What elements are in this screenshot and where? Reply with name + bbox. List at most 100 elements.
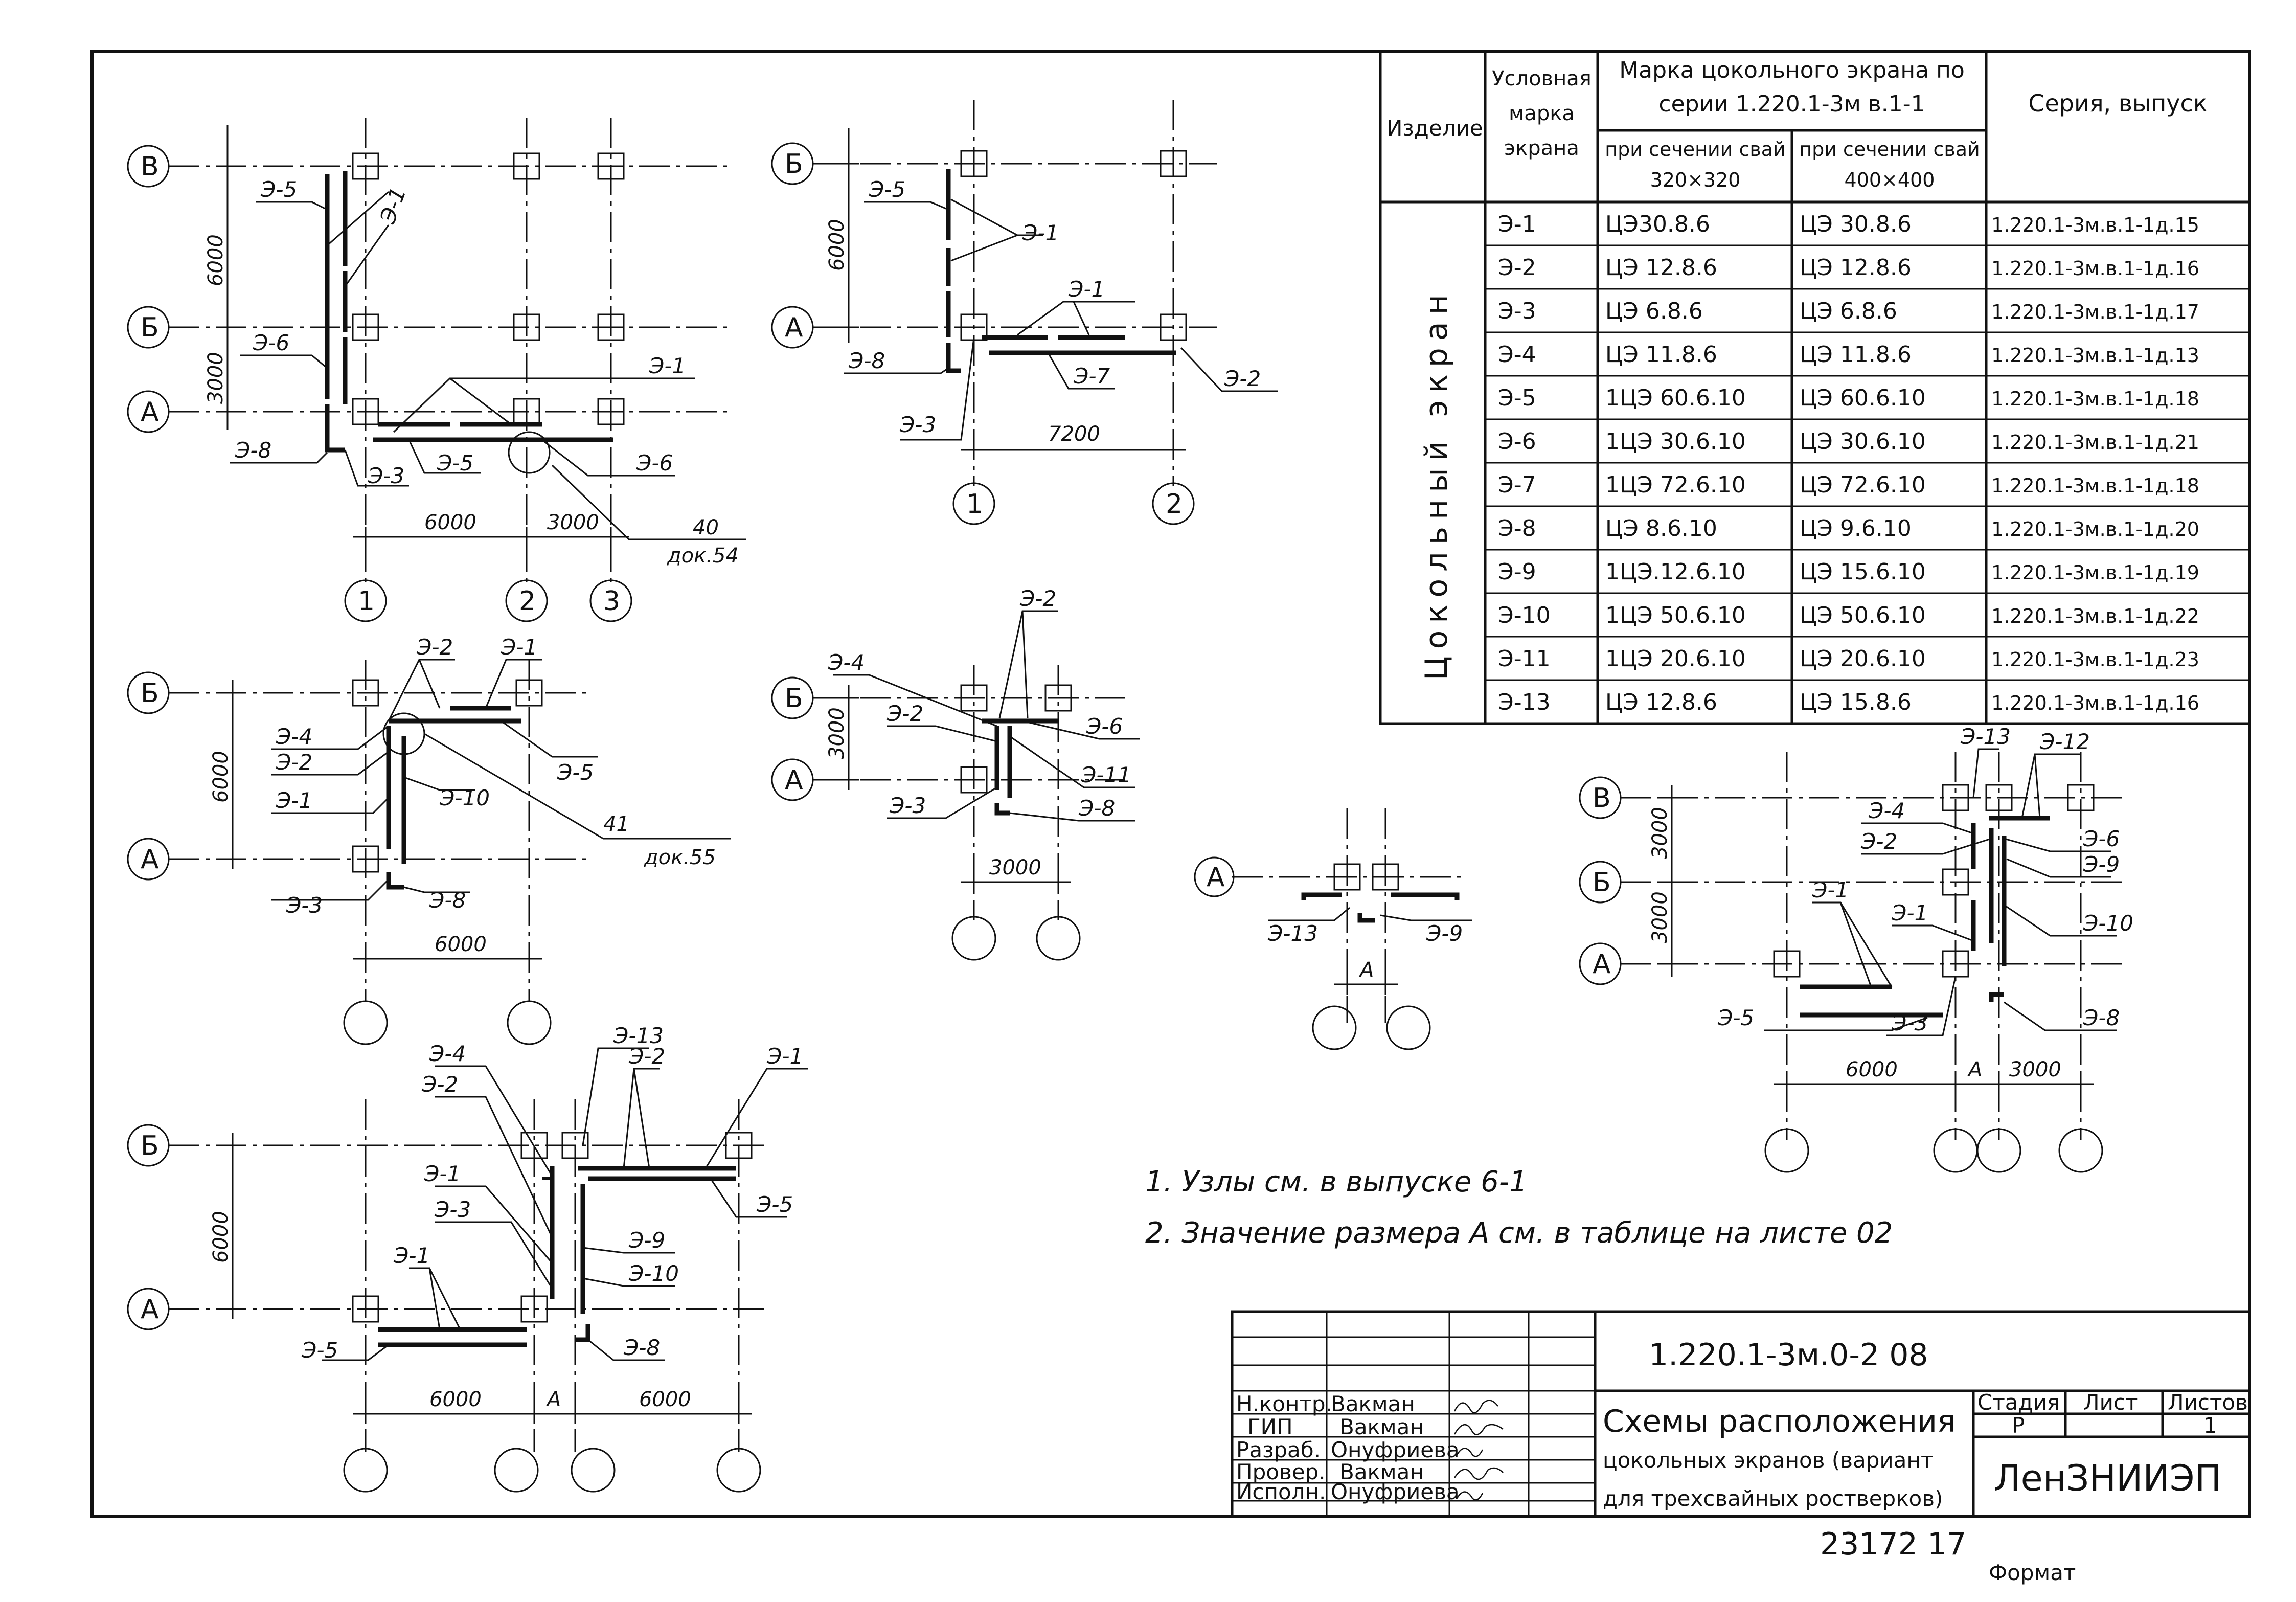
label: Э-5 xyxy=(1717,1005,1754,1030)
label: Э-1 xyxy=(1068,277,1105,302)
table-cell-m320: 1ЦЭ 60.6.10 xyxy=(1605,385,1746,411)
axis-A: А xyxy=(141,1294,159,1325)
stage-value: Р xyxy=(2012,1413,2025,1438)
label: Э-2 xyxy=(276,750,312,775)
label: Э-1 xyxy=(1022,220,1059,245)
axis-3: 3 xyxy=(603,586,620,617)
scheme-4-text: Б А 3000 3000 Э-2 Э-4 Э-2 Э-6 Э-11 Э-3 Э… xyxy=(785,586,1131,879)
label: Э-2 xyxy=(886,701,923,726)
label: Э-8 xyxy=(1078,796,1115,821)
axis-B: Б xyxy=(141,1131,159,1161)
table-header-series-mark-box: Марка цокольного экрана по серии 1.220.1… xyxy=(1619,57,1965,117)
axis-A: А xyxy=(1593,949,1611,980)
table-header-mark: Условная марка экрана xyxy=(1492,67,1592,160)
table-header-product: Изделие xyxy=(1386,116,1483,141)
title-block xyxy=(1231,1310,2251,1518)
table-cell-m320: ЦЭ 11.8.6 xyxy=(1605,342,1717,368)
dim-vert-3000: 3000 xyxy=(825,707,849,759)
scheme-3 xyxy=(127,659,731,1045)
dim-horiz-3000: 3000 xyxy=(989,856,1041,879)
label: Э-6 xyxy=(636,450,673,476)
dim-vert-6000: 6000 xyxy=(204,234,228,286)
table-cell-series: 1.220.1-3м.в.1-1д.17 xyxy=(1991,301,2199,323)
label: Э-4 xyxy=(1868,798,1905,823)
table-cell-series: 1.220.1-3м.в.1-1д.22 xyxy=(1991,605,2199,627)
label: Э-1 xyxy=(1891,900,1928,926)
label: Э-6 xyxy=(253,330,289,355)
label: Э-2 xyxy=(1224,366,1261,391)
axis-A: А xyxy=(141,844,159,875)
label: Э-6 xyxy=(2083,826,2120,851)
table-header-series-mark: Марка цокольного экрана по серии 1.220.1… xyxy=(1619,57,1965,117)
callout-doc: док.54 xyxy=(667,544,739,568)
scheme-1-text: В Б А 1 2 3 6000 3000 6000 3000 Э-5 Э-1 … xyxy=(141,151,739,617)
scheme-7-text: Б А 6000 6000 А 6000 Э-4 Э-13 Э-2 Э-1 Э-… xyxy=(141,1023,803,1411)
note-1: 1. Узлы см. в выпуске 6-1 xyxy=(1145,1165,1528,1199)
notes: 1. Узлы см. в выпуске 6-1 2. Значение ра… xyxy=(1145,1165,1893,1250)
label: Э-1 xyxy=(375,184,411,228)
table-cell-m400: ЦЭ 60.6.10 xyxy=(1800,385,1926,411)
axis-2: 2 xyxy=(519,586,536,617)
table-cell-series: 1.220.1-3м.в.1-1д.19 xyxy=(1991,561,2199,584)
table-cell-m400: ЦЭ 6.8.6 xyxy=(1800,298,1897,324)
table-cell-series: 1.220.1-3м.в.1-1д.20 xyxy=(1991,518,2199,540)
label: Э-11 xyxy=(1081,762,1131,787)
label: Э-2 xyxy=(416,635,453,660)
axis-1: 1 xyxy=(358,586,375,617)
label: Э-8 xyxy=(429,888,466,913)
scheme-5-text: А А Э-13 Э-9 xyxy=(1207,862,1463,982)
table-cell-series: 1.220.1-3м.в.1-1д.13 xyxy=(1991,344,2199,367)
axis-A: А xyxy=(141,397,159,427)
table-cell-series: 1.220.1-3м.в.1-1д.15 xyxy=(1991,214,2199,236)
label: Э-2 xyxy=(1019,586,1056,611)
scheme-7 xyxy=(127,1047,808,1493)
table-cell-mark: Э-8 xyxy=(1498,515,1536,541)
table-cell-m400: ЦЭ 72.6.10 xyxy=(1800,472,1926,498)
label: Э-5 xyxy=(260,177,297,202)
table-cell-m320: 1ЦЭ 20.6.10 xyxy=(1605,646,1746,672)
table-cell-m320: ЦЭ 12.8.6 xyxy=(1605,689,1717,715)
axis-A: А xyxy=(1207,862,1225,893)
table-cell-m400: ЦЭ 12.8.6 xyxy=(1800,255,1912,281)
axis-1: 1 xyxy=(966,489,983,520)
role: ГИП xyxy=(1247,1414,1293,1439)
callout-number: 40 xyxy=(693,516,719,539)
dim-horiz-6000: 6000 xyxy=(429,1388,482,1411)
label: Э-5 xyxy=(437,450,473,476)
table-cell-mark: Э-1 xyxy=(1498,211,1536,237)
label: Э-7 xyxy=(1073,364,1110,389)
label: Э-1 xyxy=(276,788,312,813)
dim-A: А xyxy=(1967,1058,1982,1081)
dim-horiz-6000: 6000 xyxy=(424,511,476,534)
name: Вакман xyxy=(1331,1391,1415,1416)
axis-A: А xyxy=(785,312,803,343)
label: Э-1 xyxy=(393,1243,430,1268)
label: Э-9 xyxy=(1426,921,1463,946)
document-code: 1.220.1-3м.0-2 08 xyxy=(1649,1337,1928,1373)
label: Э-3 xyxy=(1891,1010,1928,1035)
label: Э-2 xyxy=(1860,829,1897,854)
inventory-number: 23172 17 xyxy=(1820,1526,1966,1562)
table-cell-m320: ЦЭ 12.8.6 xyxy=(1605,255,1717,281)
axis-B: Б xyxy=(1593,867,1611,898)
label: Э-2 xyxy=(421,1072,458,1097)
table-product-name: Цокольный экран xyxy=(1419,287,1454,680)
label: Э-9 xyxy=(2083,852,2120,877)
table-cell-m320: 1ЦЭ.12.6.10 xyxy=(1605,559,1746,585)
label: Э-4 xyxy=(828,650,865,675)
sheets-header: Листов xyxy=(2168,1390,2248,1415)
table-cell-series: 1.220.1-3м.в.1-1д.16 xyxy=(1991,692,2199,714)
table-cell-m320: 1ЦЭ 50.6.10 xyxy=(1605,602,1746,628)
table-cell-m400: ЦЭ 20.6.10 xyxy=(1800,646,1926,672)
scheme-6 xyxy=(1579,748,2122,1173)
table-cell-mark: Э-6 xyxy=(1498,428,1536,455)
table-cell-series: 1.220.1-3м.в.1-1д.23 xyxy=(1991,648,2199,671)
dim-vert-3000: 3000 xyxy=(1648,891,1672,943)
stage-header: Стадия xyxy=(1977,1390,2060,1415)
table-cell-m400: ЦЭ 11.8.6 xyxy=(1800,342,1912,368)
table-cell-series: 1.220.1-3м.в.1-1д.16 xyxy=(1991,257,2199,280)
table-cell-series: 1.220.1-3м.в.1-1д.21 xyxy=(1991,431,2199,454)
table-cell-m320: ЦЭ30.8.6 xyxy=(1605,211,1710,237)
axis-A: А xyxy=(785,765,803,796)
